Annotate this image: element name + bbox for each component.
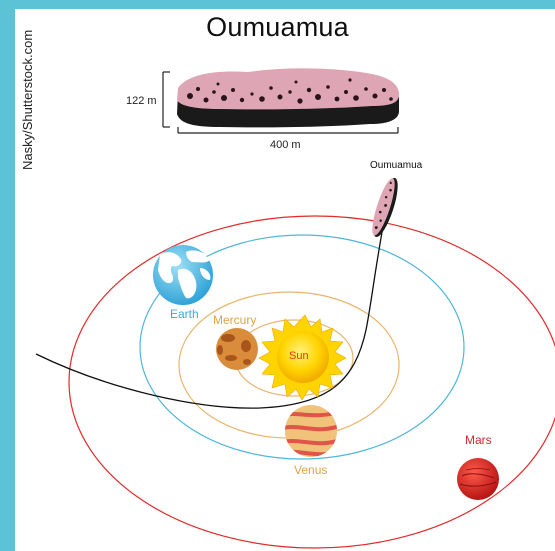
sun-label: Sun	[289, 350, 309, 362]
length-dimension-label: 400 m	[270, 139, 301, 151]
oumuamua-label: Oumuamua	[370, 160, 423, 171]
height-dimension-bracket	[163, 72, 170, 127]
height-dimension-label: 122 m	[126, 95, 157, 107]
length-dimension-bracket	[178, 127, 398, 133]
earth-label: Earth	[170, 307, 199, 321]
mercury-label: Mercury	[213, 313, 256, 327]
mars-icon	[457, 458, 499, 500]
venus-label: Venus	[294, 463, 327, 477]
mercury-icon	[216, 328, 258, 370]
earth-icon	[153, 245, 213, 305]
mars-label: Mars	[465, 433, 492, 447]
venus-icon	[283, 405, 340, 457]
oumuamua-large-illustration	[177, 68, 399, 127]
oumuamua-small-illustration	[368, 175, 403, 239]
